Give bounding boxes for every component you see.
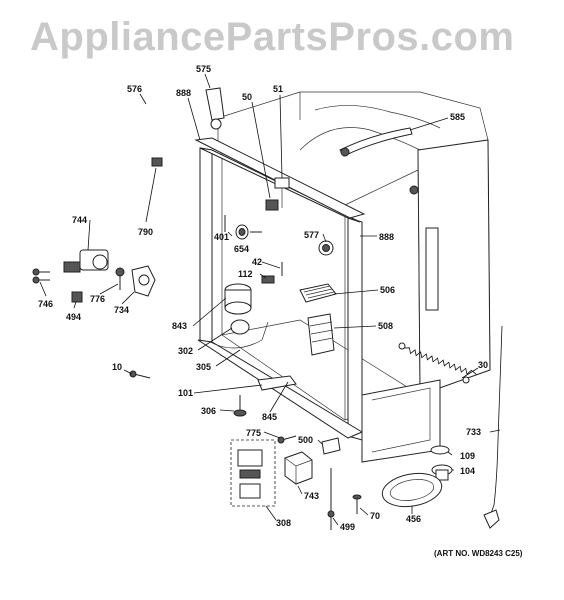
label-50: 50 <box>242 92 252 102</box>
label-308: 308 <box>276 518 291 528</box>
label-456: 456 <box>406 514 421 524</box>
part-843 <box>224 283 252 315</box>
label-843: 843 <box>172 321 187 331</box>
part-101 <box>257 375 297 391</box>
hose-clamp-790 <box>151 157 163 167</box>
screw-746 <box>32 268 50 284</box>
label-104: 104 <box>460 466 475 476</box>
part-456 <box>381 472 443 508</box>
label-845: 845 <box>262 412 277 422</box>
part-743 <box>284 451 313 485</box>
part-500 <box>321 437 341 455</box>
label-10: 10 <box>112 362 122 372</box>
part-744-valve <box>63 249 109 273</box>
part-654 <box>235 224 262 240</box>
label-506: 506 <box>380 285 395 295</box>
label-42: 42 <box>252 257 262 267</box>
part-109 <box>430 445 450 455</box>
label-775: 775 <box>246 428 261 438</box>
label-585: 585 <box>450 112 465 122</box>
label-776: 776 <box>90 294 105 304</box>
part-305 <box>209 321 269 349</box>
label-734: 734 <box>114 305 129 315</box>
label-500: 500 <box>298 435 313 445</box>
part-508 <box>307 313 335 356</box>
part-733-cable <box>487 325 503 523</box>
part-70 <box>352 494 362 514</box>
part-306 <box>233 395 247 417</box>
label-109: 109 <box>460 451 475 461</box>
part-577 <box>318 240 334 256</box>
part-50 <box>265 199 279 211</box>
part-51 <box>274 177 290 189</box>
label-744: 744 <box>72 215 87 225</box>
part-734 <box>131 265 156 297</box>
label-401: 401 <box>214 232 229 242</box>
label-743: 743 <box>304 491 319 501</box>
label-494: 494 <box>66 312 81 322</box>
leader-lines <box>39 73 501 526</box>
label-305: 305 <box>196 362 211 372</box>
labels: 576 575 888 50 51 585 744 790 401 654 57… <box>38 64 488 532</box>
label-70: 70 <box>370 511 380 521</box>
screw-10 <box>129 370 151 379</box>
part-575 <box>205 87 225 130</box>
label-733: 733 <box>466 427 481 437</box>
label-746: 746 <box>38 299 53 309</box>
label-576: 576 <box>127 84 142 94</box>
label-51: 51 <box>273 84 283 94</box>
part-585 <box>339 127 419 195</box>
label-112: 112 <box>238 269 253 279</box>
watermark: AppliancePartsPros.com <box>30 15 515 59</box>
label-302: 302 <box>178 346 193 356</box>
part-494 <box>71 291 83 303</box>
label-577: 577 <box>304 230 319 240</box>
part-506-filter <box>299 283 337 303</box>
label-888-right: 888 <box>379 232 394 242</box>
label-575: 575 <box>196 64 211 74</box>
label-499: 499 <box>340 522 355 532</box>
label-101: 101 <box>178 388 193 398</box>
part-776 <box>115 267 125 290</box>
part-30-spring <box>398 342 477 384</box>
part-112 <box>261 275 275 284</box>
label-790: 790 <box>138 227 153 237</box>
label-654: 654 <box>234 244 249 254</box>
part-302 <box>230 319 250 335</box>
label-888-top: 888 <box>176 88 191 98</box>
label-306: 306 <box>201 406 216 416</box>
label-508: 508 <box>378 321 393 331</box>
art-number: (ART NO. WD8243 C25) <box>434 549 523 558</box>
tub-body <box>217 91 491 421</box>
label-30: 30 <box>478 360 488 370</box>
part-308-group <box>230 439 276 507</box>
